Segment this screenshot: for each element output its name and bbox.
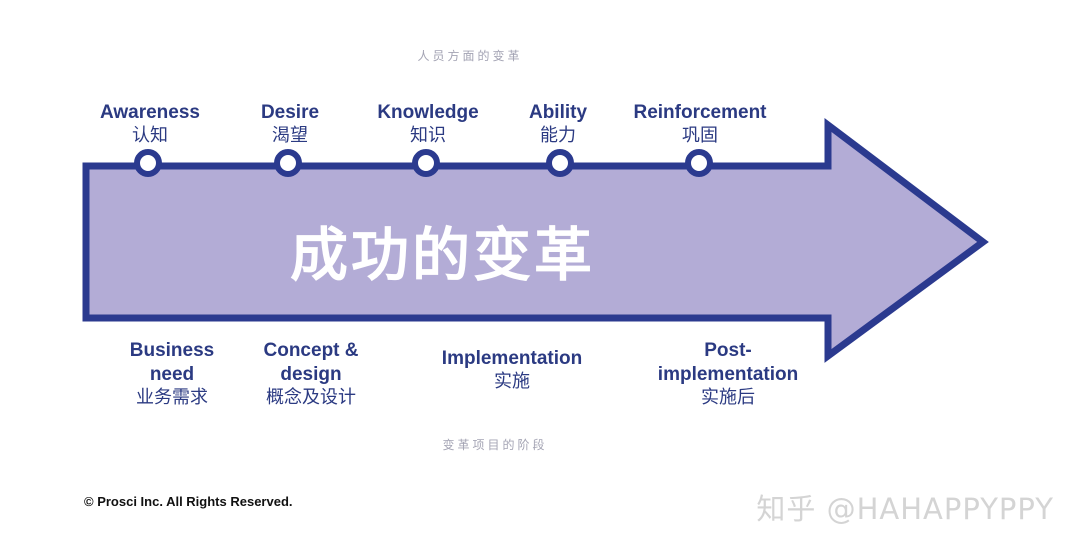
stage-desire-zh: 渴望 — [271, 125, 308, 146]
phase-business-need-en-line2: need — [149, 364, 195, 385]
phase-business-need-en-line1: Business — [129, 340, 215, 361]
stage-ability-en: Ability — [528, 102, 588, 123]
successful-change-title: 成功的变革 — [290, 221, 596, 289]
stage-knowledge-zh: 知识 — [410, 125, 446, 146]
phase-post-implementation-zh: 实施后 — [701, 387, 755, 408]
phase-post-implementation: Post- implementation 实施后 — [658, 339, 798, 409]
phase-implementation-en: Implementation — [441, 348, 583, 369]
milestone-marker-ability — [546, 149, 574, 177]
phase-post-implementation-en-line2: implementation — [657, 364, 799, 385]
watermark: 知乎 @HAHAPPYPPY — [756, 492, 1054, 526]
milestone-marker-awareness — [134, 149, 162, 177]
copyright-notice: © Prosci Inc. All Rights Reserved. — [84, 494, 293, 509]
phase-implementation-zh: 实施 — [494, 371, 530, 392]
milestone-marker-reinforcement — [685, 149, 713, 177]
people-side-caption: 人员方面的变革 — [417, 49, 523, 63]
phase-concept-design-en-line1: Concept & — [263, 340, 359, 361]
phase-implementation: Implementation 实施 — [442, 347, 582, 393]
phase-business-need: Business need 业务需求 — [130, 339, 214, 409]
phase-concept-design-en-line2: design — [280, 364, 342, 385]
stage-ability: Ability 能力 — [529, 101, 587, 147]
arrow-shape — [82, 117, 989, 363]
stage-awareness: Awareness 认知 — [100, 101, 200, 147]
phase-business-need-zh: 业务需求 — [135, 387, 208, 408]
stage-ability-zh: 能力 — [540, 125, 576, 146]
stage-desire-en: Desire — [260, 102, 320, 123]
stage-reinforcement-en: Reinforcement — [633, 102, 767, 123]
milestone-marker-desire — [274, 149, 302, 177]
phase-post-implementation-en-line1: Post- — [704, 340, 752, 361]
stage-awareness-en: Awareness — [100, 102, 200, 123]
milestone-markers — [134, 149, 713, 177]
phase-concept-design: Concept & design 概念及设计 — [264, 339, 359, 409]
stage-knowledge-en: Knowledge — [377, 102, 479, 123]
milestone-marker-knowledge — [412, 149, 440, 177]
stage-reinforcement: Reinforcement 巩固 — [633, 101, 766, 147]
stage-awareness-zh: 认知 — [132, 125, 168, 146]
stage-knowledge: Knowledge 知识 — [377, 101, 478, 147]
stage-desire: Desire 渴望 — [261, 101, 319, 147]
stage-reinforcement-zh: 巩固 — [682, 125, 718, 146]
project-phases-caption: 变革项目的阶段 — [442, 438, 548, 452]
phase-concept-design-zh: 概念及设计 — [266, 387, 356, 408]
